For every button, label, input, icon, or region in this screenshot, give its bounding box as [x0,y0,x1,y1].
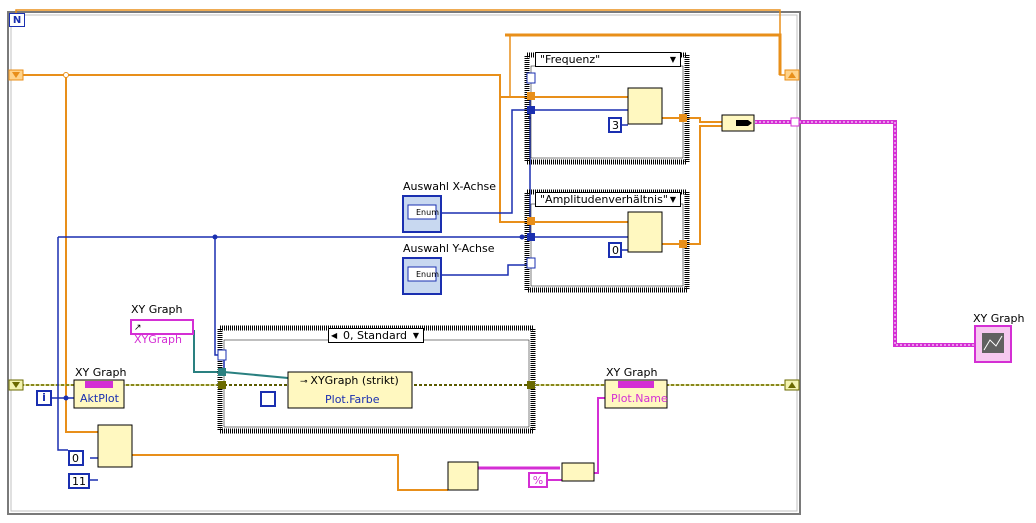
enum-x-text: Enum [416,208,439,217]
index-array-nodes [97,87,755,491]
prop-node-plotname-item[interactable]: Plot.Name [611,392,668,405]
const-11[interactable]: 11 [68,473,90,489]
enum-x-label: Auswahl X-Achse [403,180,497,193]
orange-wires [15,9,794,491]
format-const[interactable]: % [528,472,548,488]
pink-wires [478,120,975,481]
const-0-bottom[interactable]: 0 [68,450,84,466]
chevron-down-icon: ▼ [669,195,676,204]
case-selector-amplitude[interactable]: "Amplitudenverhältnis" ▼ [535,192,681,207]
chevron-down-icon: ▼ [412,331,419,340]
case-label: "Frequenz" [540,53,601,66]
prop-node-plotname-label: XY Graph [606,366,658,379]
shift-registers [8,69,800,391]
const-empty[interactable] [260,391,276,407]
invoke-node-frame [287,371,413,409]
ref-icon: ⊸ [300,377,311,387]
case-standard-frame [217,325,536,434]
enum-y-control [402,257,442,295]
case-selector-standard[interactable]: ◀ 0, Standard ▼ [328,328,424,343]
iteration-count-terminal: N [9,13,25,27]
chevron-left-icon: ◀ [331,331,338,340]
xy-graph-ref-label: XY Graph [131,303,183,316]
junction-dots [63,234,525,401]
chevron-down-icon: ▼ [669,55,676,64]
const-3[interactable]: 3 [608,117,622,133]
const-0-case[interactable]: 0 [608,242,622,258]
enum-y-text: Enum [416,270,439,279]
enum-y-label: Auswahl Y-Achse [403,242,495,255]
ref-arrow-icon: ↗ [134,323,142,333]
case-frequenz-frame [524,52,690,165]
prop-node-aktplot-label: XY Graph [75,366,127,379]
case-tunnels [217,72,687,389]
case-selector-frequenz[interactable]: "Frequenz" ▼ [535,52,681,67]
xy-graph-terminal [974,325,1012,363]
ref-text: XYGraph [134,333,182,346]
xy-graph-terminal-label: XY Graph [973,312,1025,325]
invoke-node-ref[interactable]: ⊸ XYGraph (strikt) [300,374,399,388]
case-label: "Amplitudenverhältnis" [540,193,668,206]
prop-node-aktplot-item[interactable]: AktPlot [80,392,119,405]
case-label: 0, Standard [343,329,408,342]
enum-x-control [402,195,442,233]
invoke-node-item[interactable]: Plot.Farbe [325,393,380,406]
loop-index-terminal: i [36,390,52,406]
for-loop-frame [7,11,801,515]
xy-graph-ref[interactable]: ↗ XYGraph [130,319,194,346]
